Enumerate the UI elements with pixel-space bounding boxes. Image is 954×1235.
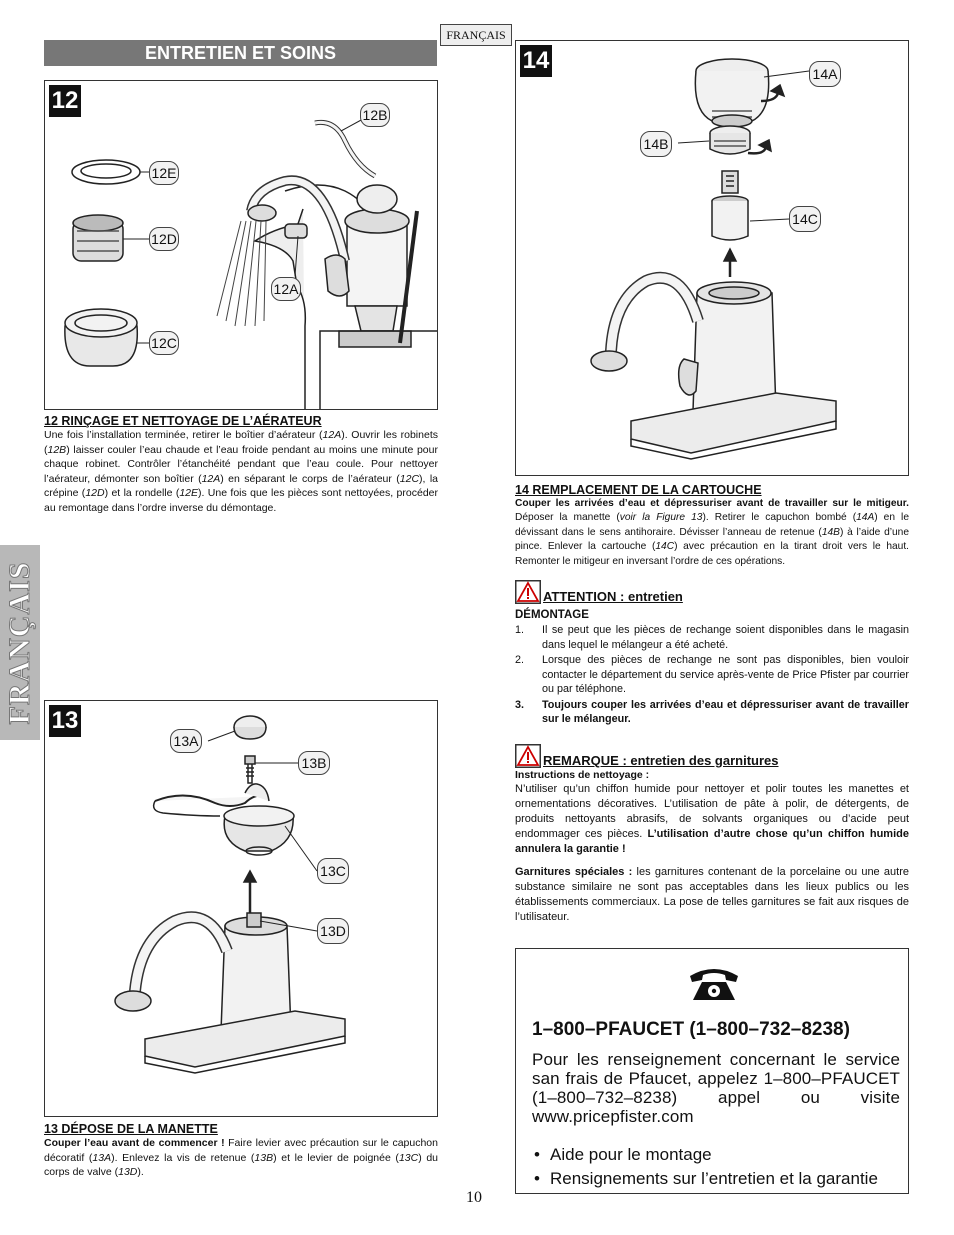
- list-item: 3.Toujours couper les arrivées d’eau et …: [515, 698, 909, 726]
- callout-14a: 14A: [809, 61, 841, 87]
- section-12-text: Une fois l’installation terminée, retire…: [44, 429, 438, 514]
- figure-number: 14: [520, 45, 552, 77]
- callout-14b: 14B: [640, 131, 672, 157]
- attention-title: ATTENTION : entretien: [543, 589, 683, 604]
- list-item: 2.Lorsque des pièces de rechange ne sont…: [515, 654, 909, 695]
- figure-13: 13: [44, 700, 438, 1117]
- callout-13c: 13C: [317, 858, 349, 884]
- attention-list: 1.Il se peut que les pièces de rechange …: [515, 623, 909, 727]
- section-13-text: Couper l’eau avant de commencer ! Faire …: [44, 1137, 439, 1179]
- section-14: 14 REMPLACEMENT DE LA CARTOUCHE Couper l…: [515, 483, 909, 569]
- figure-number: 13: [49, 705, 81, 737]
- warning-icon: [515, 744, 541, 768]
- list-item: 1.Il se peut que les pièces de rechange …: [515, 624, 909, 651]
- figure-14: 14: [515, 40, 909, 476]
- page-number: 10: [466, 1189, 482, 1206]
- language-tag: FRANÇAIS: [440, 24, 512, 46]
- side-tab-label: FRANÇAIS: [3, 560, 37, 725]
- remarque-section: REMARQUE : entretien des garnitures Inst…: [515, 744, 909, 925]
- bullet-maintenance-info: •Rensignements sur l’entretien et la gar…: [534, 1169, 878, 1188]
- callout-12d: 12D: [149, 227, 179, 251]
- callout-12b: 12B: [360, 103, 390, 127]
- callout-13a: 13A: [170, 729, 202, 753]
- attention-section: ATTENTION : entretien DÉMONTAGE 1.Il se …: [515, 580, 909, 728]
- remarque-title: REMARQUE : entretien des garnitures: [543, 753, 779, 768]
- section-13-title: 13 DÉPOSE DE LA MANETTE: [44, 1122, 218, 1136]
- figure-13-illustration: [114, 715, 346, 1074]
- telephone-icon: [690, 969, 738, 1000]
- phone-number: 1–800–PFAUCET (1–800–732–8238): [532, 1019, 850, 1040]
- callout-12a: 12A: [271, 277, 301, 301]
- side-language-tab: FRANÇAIS: [0, 545, 40, 740]
- section-14-title: 14 REMPLACEMENT DE LA CARTOUCHE: [515, 483, 762, 497]
- figure-12-illustration: [64, 118, 437, 409]
- figure-number: 12: [49, 85, 81, 117]
- attention-subtitle: DÉMONTAGE: [515, 609, 589, 621]
- callout-13d: 13D: [317, 918, 349, 944]
- warning-icon: [515, 580, 541, 604]
- callout-13b: 13B: [298, 751, 330, 775]
- remarque-subtitle: Instructions de nettoyage :: [515, 769, 650, 781]
- callout-12c: 12C: [149, 331, 179, 355]
- callout-12e: 12E: [149, 161, 179, 185]
- section-12: 12 RINÇAGE ET NETTOYAGE DE L’AÉRATEUR Un…: [44, 414, 438, 516]
- contact-paragraph: Pour les renseignement concernant le ser…: [532, 1050, 900, 1126]
- section-14-text: Couper les arrivées d’eau et dépressuris…: [515, 498, 910, 567]
- section-header: ENTRETIEN ET SOINS: [44, 40, 437, 66]
- bullet-assembly-help: •Aide pour le montage: [534, 1145, 712, 1164]
- special-trim-text: Garnitures spéciales : les garnitures co…: [515, 866, 909, 923]
- section-12-title: 12 RINÇAGE ET NETTOYAGE DE L’AÉRATEUR: [44, 414, 322, 428]
- figure-14-illustration: [590, 58, 837, 460]
- remarque-text: N’utiliser qu’un chiffon humide pour net…: [515, 783, 909, 855]
- section-13: 13 DÉPOSE DE LA MANETTE Couper l’eau ava…: [44, 1122, 438, 1180]
- contact-box: 1–800–PFAUCET (1–800–732–8238) Pour les …: [515, 948, 909, 1194]
- callout-14c: 14C: [789, 206, 821, 232]
- figure-12: 12: [44, 80, 438, 410]
